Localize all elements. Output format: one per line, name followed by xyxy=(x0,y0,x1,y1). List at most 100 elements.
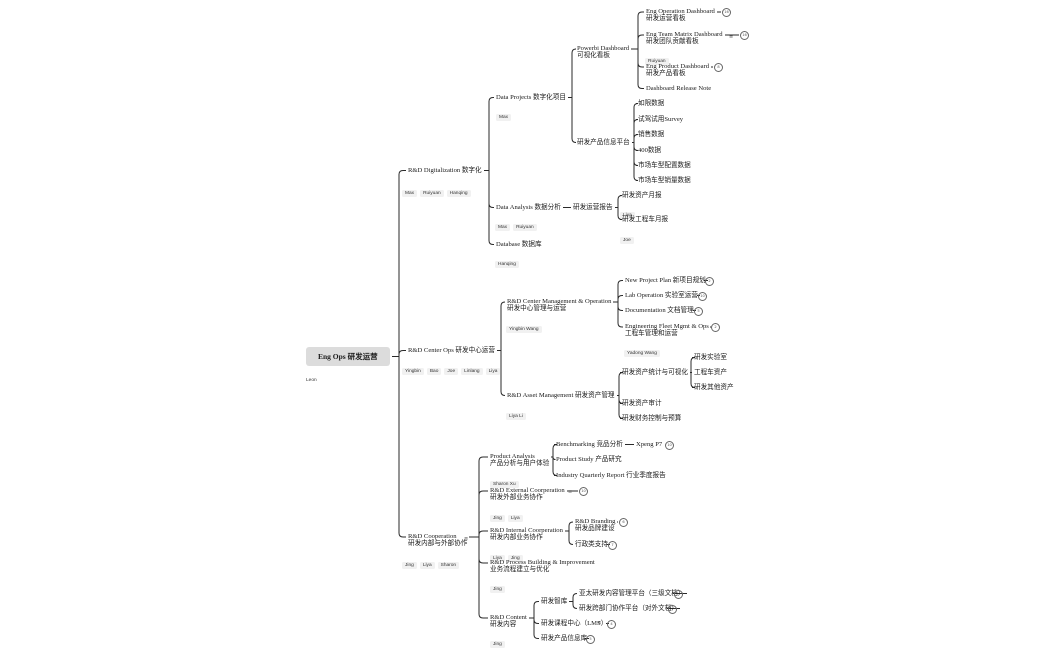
owner-tag[interactable]: Jing xyxy=(402,562,417,569)
owner-tag[interactable]: Max xyxy=(495,224,511,231)
topic-b1-c0-c1[interactable]: Lab Operation 实验室运营 xyxy=(625,292,698,299)
owner-tag[interactable]: Hanqing xyxy=(495,261,519,268)
owner-tag[interactable]: Yingbin Wang xyxy=(506,326,542,333)
owner-tag[interactable]: Liya Li xyxy=(506,413,526,420)
collapsed-count-badge[interactable] xyxy=(668,604,677,614)
collapsed-count-badge[interactable]: 6 xyxy=(619,518,628,527)
owner-tag[interactable]: Ruiyuan xyxy=(513,224,537,231)
topic-b2-c0-c1[interactable]: Product Study 产品研究 xyxy=(556,456,622,463)
topic-b2-c4-c1[interactable]: 研发课程中心（LMS） xyxy=(541,620,607,627)
topic-label: R&D Center Ops 研发中心运营 xyxy=(408,347,495,354)
owner-tag[interactable]: Hanqing xyxy=(446,190,471,197)
topic-label: R&D Process Building & Improvement xyxy=(490,559,595,566)
owner-tag[interactable]: Sharon xyxy=(437,562,460,569)
topic-b1-c1-c0[interactable]: 研发资产统计与可视化 xyxy=(622,369,688,376)
collapsed-count-badge[interactable]: 4 xyxy=(607,619,616,629)
owner-tag[interactable]: Jing xyxy=(507,555,523,562)
owner-tag[interactable]: Yingbin xyxy=(402,368,424,375)
collapsed-count-badge[interactable]: 10 xyxy=(698,291,707,301)
topic-b0-c1-c0-c0[interactable]: 研发资产月报 xyxy=(622,192,662,199)
collapsed-count-badge[interactable]: 10 xyxy=(579,487,588,496)
owner-tag[interactable]: Joe xyxy=(444,368,459,375)
owner-tag[interactable]: Liya xyxy=(485,368,501,375)
topic-b2-c4-c0-c1[interactable]: 研发跨部门协作平台（对外文档） xyxy=(579,605,678,612)
owner-tag[interactable]: Ruiyuan xyxy=(420,190,444,197)
topic-b0-c0-c1[interactable]: 研发产品信息平台 xyxy=(577,139,630,146)
topic-b0-c1[interactable]: Data Analysis 数据分析 xyxy=(496,204,561,211)
collapsed-count-badge[interactable]: 2 xyxy=(705,276,714,286)
owner-tag[interactable]: Liya xyxy=(507,515,523,522)
topic-b2-c4-c0-c0[interactable]: 亚太研发内容管理平台（三级文档） xyxy=(579,590,685,597)
owner-tag[interactable]: Liya xyxy=(620,212,635,219)
owner-tag[interactable]: Bao xyxy=(426,368,442,375)
topic-b1[interactable]: R&D Center Ops 研发中心运营 xyxy=(408,347,495,354)
owner-tag[interactable]: Linlang xyxy=(461,368,483,375)
topic-b2-c0-c0[interactable]: Benchmarking 竞品分析 xyxy=(556,441,623,448)
topic-b0-c0-c1-c5[interactable]: 市场车型销量数据 xyxy=(638,177,691,184)
note-icon[interactable]: ≡ xyxy=(568,489,573,495)
topic-b0-c0-c1-c3[interactable]: 400数据 xyxy=(638,147,661,154)
topic-b0-c0[interactable]: Data Projects 数字化项目 xyxy=(496,94,566,101)
owner-tag[interactable]: Jing xyxy=(490,586,505,593)
topic-b0-c2[interactable]: Database 数据库 xyxy=(496,241,542,248)
owner-tag[interactable]: Ruiyuan xyxy=(645,58,669,65)
topic-b1-c1-c1[interactable]: 研发资产审计 xyxy=(622,400,662,407)
topic-b2-c2-c1[interactable]: 行政类支持 xyxy=(575,541,608,548)
topic-b1-c0-c2[interactable]: Documentation 文档管理 xyxy=(625,307,694,314)
owner-tag[interactable]: Sharon Xu xyxy=(490,481,519,488)
collapsed-count-badge[interactable]: 2 xyxy=(711,323,720,332)
note-icon[interactable]: ≡ xyxy=(464,536,469,542)
topic-b1-c1-c0-c0[interactable]: 研发实验室 xyxy=(694,354,727,361)
owner-tag[interactable]: Jing xyxy=(490,515,505,522)
collapsed-count-badge[interactable]: 7 xyxy=(608,540,617,550)
topic-b1-c1-c2[interactable]: 研发财务控制与预算 xyxy=(622,415,681,422)
topic-b1-c1[interactable]: R&D Asset Management 研发资产管理 xyxy=(507,392,615,399)
topic-b0-c1-c0-c1[interactable]: 研发工程车月报 xyxy=(622,216,668,223)
owner-tag[interactable]: Max xyxy=(402,190,418,197)
note-icon[interactable]: ≡ xyxy=(597,620,602,626)
topic-b0-c0-c1-c0[interactable]: 如限数据 xyxy=(638,100,664,107)
collapsed-count-badge[interactable]: 5 xyxy=(694,306,703,316)
owner-tag[interactable]: Yadong Wang xyxy=(624,350,660,357)
collapsed-count-badge[interactable]: 5 xyxy=(586,634,595,644)
topic-b0[interactable]: R&D Digitalization 数字化 xyxy=(408,167,482,174)
owner-tag[interactable]: Joe xyxy=(620,237,634,244)
collapsed-count-badge[interactable]: 8 xyxy=(714,63,723,72)
topic-b1-c0-c0[interactable]: New Project Plan 新项目规划 xyxy=(625,277,706,284)
collapsed-count-badge[interactable]: 10 xyxy=(665,440,674,450)
note-icon[interactable]: ≡ xyxy=(729,34,734,40)
collapsed-count-badge[interactable]: 16 xyxy=(740,31,749,40)
owner-tag[interactable]: Jing xyxy=(490,641,505,648)
topic-b0-c0-c1-c4[interactable]: 市场车型配置数据 xyxy=(638,162,691,169)
owner-tag[interactable]: Leon xyxy=(306,378,317,383)
topic-b0-c1-c0[interactable]: 研发运营报告 xyxy=(573,204,613,211)
topic-b2-c4-c2[interactable]: 研发产品信息库 xyxy=(541,635,587,642)
topic-b0-c0-c1-c2[interactable]: 销售数据 xyxy=(638,131,664,138)
root-topic[interactable]: Eng Ops 研发运营 xyxy=(306,347,390,366)
topic-b2-c0-c2[interactable]: Industry Quarterly Report 行业季度报告 xyxy=(556,472,666,479)
topic-b0-c0-c0-c3[interactable]: Dashboard Release Note xyxy=(646,85,711,92)
owner-tag[interactable]: Max xyxy=(496,114,512,121)
topic-b1-c1-c0-c1[interactable]: 工程车资产 xyxy=(694,369,727,376)
owner-tag[interactable]: Liya xyxy=(490,555,505,562)
topic-b2-c0-c0-c0[interactable]: Xpeng P7 xyxy=(636,441,662,448)
topic-b0-c0-c1-c1[interactable]: 试驾试用Survey xyxy=(638,116,683,123)
collapsed-count-badge[interactable] xyxy=(674,589,683,599)
collapsed-count-badge[interactable]: 16 xyxy=(722,8,731,17)
topic-b1-c1-c0-c2[interactable]: 研发其他资产 xyxy=(694,384,734,391)
topic-b2-c4-c0[interactable]: 研发智库 xyxy=(541,598,567,605)
owner-tag[interactable]: Liya xyxy=(419,562,435,569)
